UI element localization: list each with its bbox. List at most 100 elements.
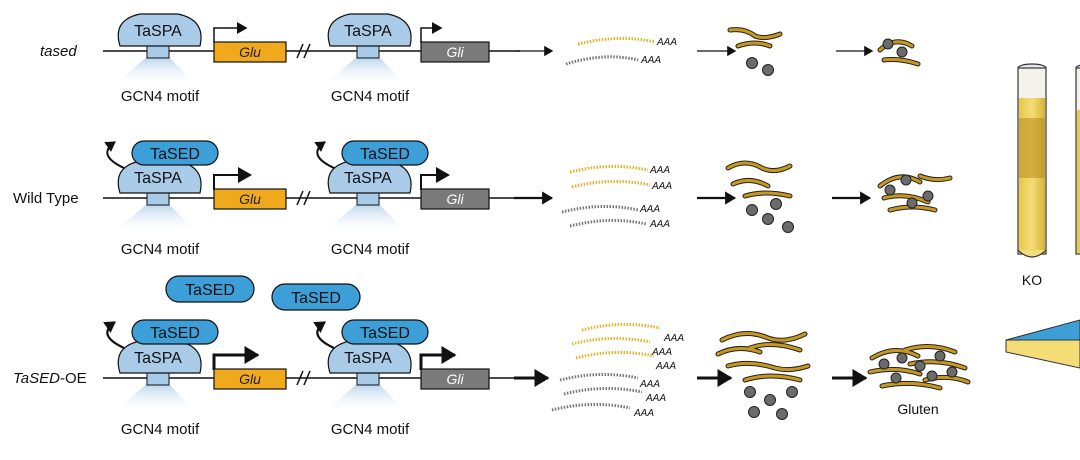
free-tased-protein — [165, 275, 255, 303]
gli-gene-label: Gli — [446, 371, 464, 387]
gli-mrna — [563, 386, 643, 396]
gluten-content-wedge — [1005, 319, 1080, 369]
gli-mrna — [565, 55, 639, 66]
glu-mrna — [575, 350, 655, 360]
tased-label: TaSED — [150, 146, 200, 163]
tased-label: TaSED — [291, 290, 341, 307]
glu-mrna — [577, 36, 656, 46]
polya-tail-label: AAA — [639, 204, 660, 215]
interaction-arrow — [314, 141, 335, 169]
glu-mrna — [569, 164, 649, 174]
free-tased-protein — [271, 283, 361, 311]
polya-tail-label: AAA — [633, 408, 654, 419]
taspa-label: TaSPA — [134, 350, 182, 367]
glu-gene-label: Glu — [239, 191, 261, 207]
tased-label: TaSED — [150, 325, 200, 342]
row-label-tased: tased — [40, 43, 77, 60]
gliadin-dot — [746, 204, 758, 216]
taspa-label: TaSPA — [344, 170, 392, 187]
gluten-aggregate — [867, 344, 971, 391]
gliadin-dot — [746, 57, 758, 69]
glu-mrna — [571, 336, 651, 346]
motif-cone — [323, 56, 407, 86]
transcription-start-arrow — [420, 167, 450, 190]
dna-break-mark — [296, 370, 311, 386]
gli-gene — [420, 41, 490, 63]
gluten-aggregate — [877, 38, 921, 67]
gcn4-motif-label: GCN4 motif — [121, 241, 200, 258]
transcription-start-arrow — [419, 346, 457, 370]
gliadin-dot — [782, 221, 794, 233]
polya-tail-label: AAA — [655, 361, 676, 372]
polya-tail-label: AAA — [651, 347, 672, 358]
row-label-tased-oe: TaSED-OE — [13, 370, 87, 387]
transcription-start-arrow — [212, 346, 260, 370]
dna-break-mark — [296, 190, 311, 206]
glu-gene — [213, 368, 287, 390]
gli-mrna — [559, 372, 639, 382]
glu-gene — [213, 41, 287, 63]
gliadin-dot — [748, 406, 760, 418]
gluten-label: Gluten — [897, 401, 938, 417]
polya-tail-label: AAA — [649, 165, 670, 176]
glu-mrna — [571, 179, 651, 189]
glu-mrna — [581, 322, 661, 332]
tased-protein — [341, 140, 429, 166]
sds-sedimentation-tube-ko — [1017, 63, 1047, 258]
tased-label: TaSED — [360, 146, 410, 163]
gliadin-dot — [770, 198, 782, 210]
polya-tail-label: AAA — [651, 181, 672, 192]
transcription-start-arrow — [420, 22, 443, 43]
polya-tail-label: AAA — [663, 333, 684, 344]
interaction-arrow — [313, 321, 335, 349]
taspa-protein — [117, 13, 202, 47]
gliadin-dot — [776, 408, 788, 420]
row-tased: tased TaSPA GCN4 motif Glu TaSPA GCN4 mo… — [40, 13, 921, 105]
gcn4-motif-label: GCN4 motif — [121, 421, 200, 438]
polya-tail-label: AAA — [640, 55, 661, 66]
gli-gene — [420, 188, 490, 210]
gli-gene — [420, 368, 490, 390]
tased-protein — [131, 140, 219, 166]
sds-sedimentation-tube-wt — [1075, 64, 1080, 255]
taspa-protein — [327, 13, 412, 47]
row-label-wild-type: Wild Type — [13, 190, 79, 207]
gcn4-motif-label: GCN4 motif — [331, 88, 410, 105]
gcn4-motif-label: GCN4 motif — [331, 241, 410, 258]
motif-cone — [113, 56, 197, 86]
taspa-label: TaSPA — [344, 350, 392, 367]
motif-cone — [113, 203, 197, 233]
interaction-arrow — [104, 141, 125, 169]
gcn4-motif-label: GCN4 motif — [331, 421, 410, 438]
tased-protein — [341, 319, 429, 345]
glu-gene-label: Glu — [239, 371, 261, 387]
gluten-aggregate — [877, 173, 953, 213]
row-wild-type: Wild Type TaSPA TaSED GCN4 motif Glu TaS… — [13, 140, 953, 258]
taspa-label: TaSPA — [134, 23, 182, 40]
glutenin-strands — [715, 331, 811, 383]
gli-mrna — [551, 402, 631, 412]
motif-cone — [323, 203, 407, 233]
polya-tail-label: AAA — [649, 219, 670, 230]
gli-mrna — [569, 218, 647, 228]
gliadin-dot — [762, 64, 774, 76]
motif-cone — [113, 383, 197, 413]
tased-protein — [131, 319, 219, 345]
polya-tail-label: AAA — [639, 379, 660, 390]
tube-label-ko: KO — [1022, 272, 1042, 288]
interaction-arrow — [103, 321, 125, 349]
gli-mrna — [561, 204, 639, 214]
taspa-label: TaSPA — [134, 170, 182, 187]
glu-gene — [213, 188, 287, 210]
gcn4-motif-label: GCN4 motif — [121, 88, 200, 105]
transcription-start-arrow — [213, 22, 248, 43]
transcription-start-arrow — [213, 167, 252, 190]
gliadin-dot — [744, 386, 756, 398]
tased-label: TaSED — [185, 282, 235, 299]
glu-gene-label: Glu — [239, 44, 261, 60]
dna-break-mark — [296, 43, 311, 59]
gli-gene-label: Gli — [446, 191, 464, 207]
gliadin-dot — [762, 213, 774, 225]
row-tased-oe: TaSED-OE TaSED TaSED TaSPA TaSED GCN4 mo… — [13, 275, 971, 438]
